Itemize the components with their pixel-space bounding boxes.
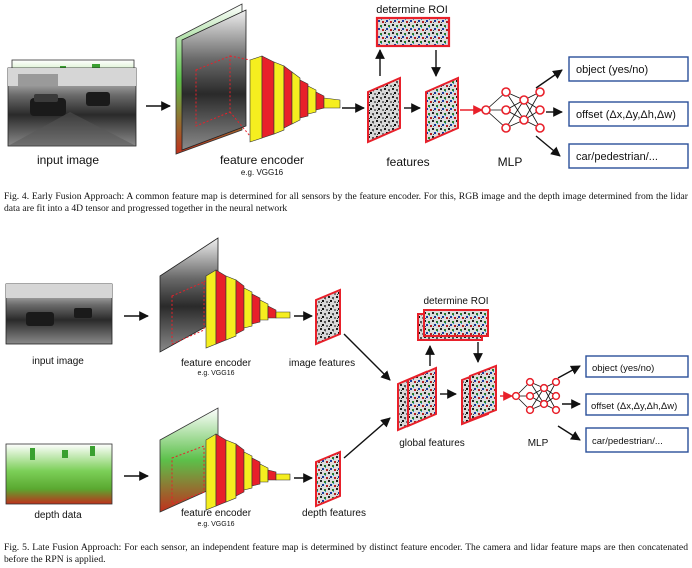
fig4-mlp-label: MLP: [498, 155, 523, 169]
fig4-diagram: input image feature encoder e.g. VGG16 f…: [7, 3, 689, 177]
fig4-pooled-features-map: [425, 76, 459, 144]
fig5-input-image: [5, 283, 113, 345]
fig5-output-object-box: [585, 355, 689, 378]
fig4-output-class-box: [568, 143, 689, 169]
fig5-diagram: input image depth data feature encoder e…: [5, 237, 689, 528]
fig5-image-features-label: image features: [289, 358, 355, 369]
fig5-encoder-example-top-label: e.g. VGG16: [198, 370, 235, 377]
fig5-feature-encoder-top: [159, 237, 291, 353]
fig5-image-features-map: [315, 288, 341, 346]
fig4-mlp-network: [481, 87, 545, 133]
fig4-roi-map: [375, 16, 451, 48]
fig5-depth-data-label: depth data: [34, 510, 82, 521]
fig4-output-class: car/pedestrian/...: [576, 151, 658, 163]
fig5-arrow-imgfeat-global: [343, 333, 391, 381]
fig5-roi-map: [417, 309, 489, 341]
fig4-arrow-mlp-object: [535, 69, 563, 89]
fig5-output-offset-box: [585, 393, 689, 416]
fig5-depth-features-label: depth features: [302, 508, 366, 519]
fig4-feature-encoder-label: feature encoder: [220, 153, 304, 167]
fig4-features-label: features: [386, 155, 429, 169]
fig4-arrow-mlp-class: [535, 135, 561, 157]
fig4-feature-encoder: [175, 3, 341, 155]
fig5-feature-encoder-bottom: [159, 407, 291, 513]
fig5-mlp-label: MLP: [528, 438, 549, 449]
fig5-arrow-mlp-class: [557, 425, 581, 441]
fig5-determine-roi-label: determine ROI: [423, 296, 488, 307]
fig5-global-features-label: global features: [399, 438, 465, 449]
fig4-input-image-label: input image: [37, 153, 99, 167]
fig5-input-image-label: input image: [32, 356, 84, 367]
fig4-encoder-example-label: e.g. VGG16: [241, 168, 284, 177]
fig4-output-offset-box: [568, 101, 689, 127]
fig4-output-object: object (yes/no): [576, 64, 648, 76]
fig5-feature-encoder-top-label: feature encoder: [181, 358, 252, 369]
fig5-caption: Fig. 5. Late Fusion Approach: For each s…: [4, 542, 688, 565]
fig5-output-class: car/pedestrian/...: [592, 436, 663, 447]
fig5-output-class-box: [585, 427, 689, 453]
fig4-features-map: [367, 76, 401, 144]
fig5-output-object: object (yes/no): [592, 363, 654, 374]
fig4-encoder-blocks: [249, 55, 341, 143]
fig4-input-image: [7, 67, 137, 147]
fig5-feature-encoder-bottom-label: feature encoder: [181, 508, 252, 519]
fig5-arrow-mlp-object: [557, 365, 581, 379]
fig4-caption: Fig. 4. Early Fusion Approach: A common …: [4, 191, 688, 214]
fig5-encoder-example-bottom-label: e.g. VGG16: [198, 521, 235, 528]
fig4-output-object-box: [568, 56, 689, 82]
fig5-depth-features-map: [315, 450, 341, 508]
fig5-output-offset: offset (Δx,Δy,Δh,Δw): [591, 401, 677, 412]
fig5-global-features-map: [397, 366, 437, 432]
fig5-mlp-network: [511, 377, 561, 415]
fig5-pooled-features-map: [461, 364, 497, 426]
fig5-arrow-depthfeat-global: [343, 417, 391, 459]
fig4-determine-roi-label: determine ROI: [376, 4, 448, 16]
fig5-depth-image: [5, 443, 113, 505]
fig4-output-offset: offset (Δx,Δy,Δh,Δw): [576, 109, 676, 121]
